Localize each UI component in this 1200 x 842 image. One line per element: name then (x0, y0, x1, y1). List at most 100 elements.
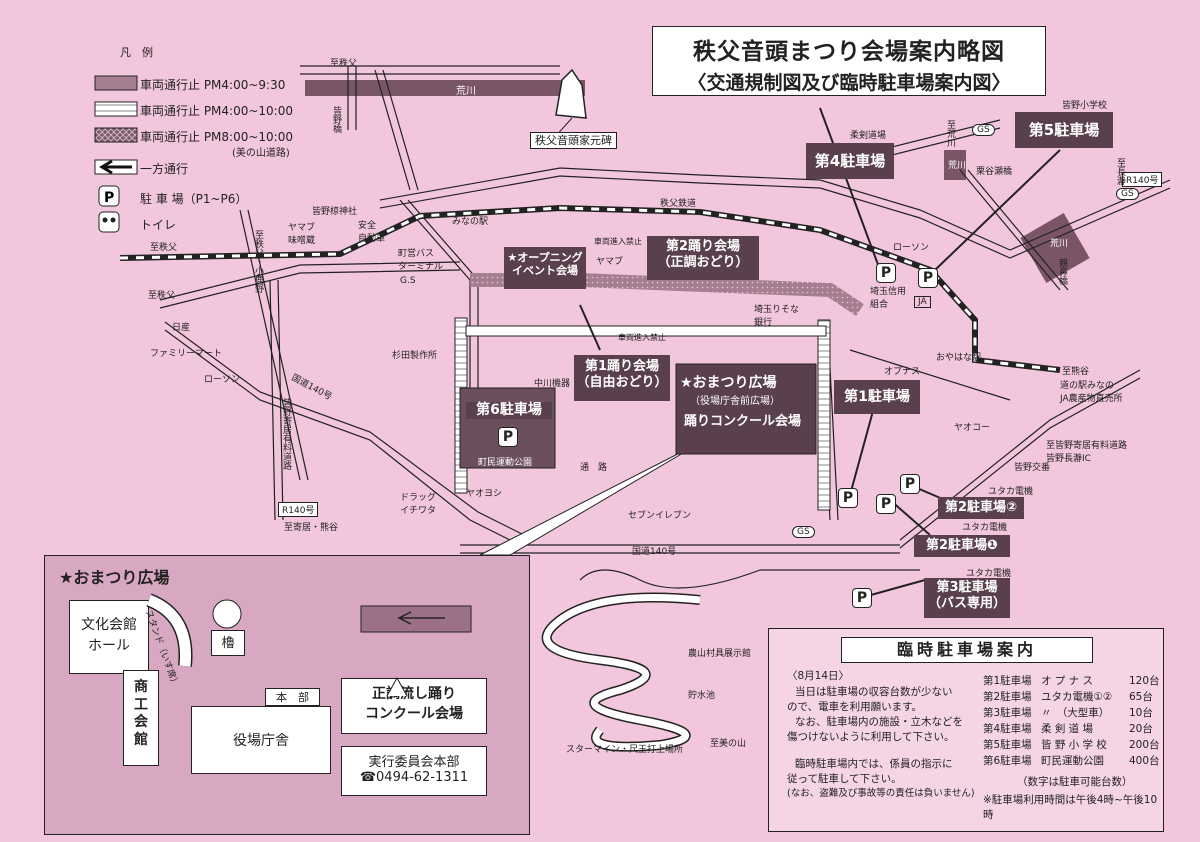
label-route140-b: 国道140号 (632, 547, 677, 557)
label-starmine: スターマイン・尺玉打上場所 (566, 745, 684, 755)
inset-title: ★おまつり広場 (59, 568, 170, 587)
parking-1-icon: P (838, 488, 858, 508)
inset-yakuba: 役場庁舎 (191, 706, 331, 774)
guide-note-6: 従って駐車して下さい。 (787, 773, 902, 785)
label-noson: 農山村具展示館 (688, 649, 752, 659)
legend-item-closed-night: 車両通行止 PM8:00~10:00 (140, 130, 293, 144)
svg-text:P: P (104, 190, 114, 206)
label-minano-station: みなの駅 (452, 217, 489, 227)
label-familymart: ファミリーマート (150, 349, 223, 359)
map-subtitle: 〈交通規制図及び臨時駐車場案内図〉 (687, 72, 1011, 94)
parking-6-icon: P (498, 427, 518, 447)
label-chosuichi: 貯水池 (688, 691, 716, 701)
label-minano-school: 皆野小学校 (1062, 101, 1108, 111)
mountain-road (541, 592, 701, 752)
parking-4-icon: P (876, 263, 896, 283)
label-oyahana-bridge: 親鼻橋 (1057, 258, 1067, 285)
arakawa-river (305, 80, 585, 96)
legend-item-toilet: トイレ (140, 218, 177, 232)
label-kurizaka: 栗谷瀬橋 (976, 167, 1013, 177)
label-lawson-2: ローソン (893, 243, 930, 253)
label-seven: セブンイレブン (628, 511, 692, 521)
guide-row: 第3駐車場〃 （大型車）10台 (983, 707, 1153, 719)
label-arakawa-3: 荒川 (948, 161, 967, 171)
parking-6-sub: 町民運動公園 (478, 458, 533, 468)
label-r140-c: R140号 (1122, 172, 1163, 187)
legend-swatch-3 (94, 127, 138, 143)
label-arakawa-1: 荒川 (456, 86, 476, 97)
parking-6-label: 第6駐車場 (466, 402, 552, 419)
label-to-chichibu-2: 至秩父 (150, 243, 178, 253)
label-gs-3: GS (972, 124, 995, 136)
label-to-chichibu-3: 至秩父 (148, 291, 176, 301)
label-yaoko: ヤオコー (954, 423, 991, 433)
label-opunasu: オプナス (884, 367, 921, 377)
label-gs-4: GS (1116, 188, 1139, 200)
parking-5-icon: P (918, 268, 938, 288)
parking-4-label: 第4駐車場 (806, 143, 894, 179)
parking-icon (98, 185, 120, 207)
closed-road-3 (817, 319, 831, 511)
label-yutaka-2: ユタカ電機 (962, 523, 1008, 533)
label-car-ban-1: 車両進入禁止 (594, 237, 642, 246)
dance-venue-1: 第1踊り会場 （自由おどり） (574, 355, 670, 401)
label-yamabu-2: ヤマブ (596, 257, 624, 267)
label-gs-2: GS (792, 526, 815, 538)
parking-2-1-icon: P (876, 494, 896, 514)
label-to-chichibu-1: 至秩父 (330, 59, 358, 69)
legend-title: 凡 例 (120, 46, 153, 59)
label-shinkin: 埼玉信用 組合 (870, 287, 907, 310)
legend-item-minoyama: (美の山道路) (232, 148, 290, 159)
map-title: 秩父音頭まつり会場案内略図 (693, 39, 1005, 65)
label-r140: R140号 (278, 502, 319, 517)
label-arakawa-2: 荒川 (1050, 239, 1069, 249)
plaza-contest: 踊りコンクール会場 (684, 414, 802, 429)
pointer-lines (579, 107, 1061, 599)
legend-item-closed-930: 車両通行止 PM4:00~9:30 (140, 78, 286, 92)
label-minano-shrine: 皆野椋神社 (312, 207, 358, 217)
label-yamabu: ヤマブ 味噌蔵 (288, 223, 316, 246)
inset-phone: ☎0494-62-1311 (359, 770, 469, 785)
label-lawson-1: ローソン (204, 375, 241, 385)
railway-dash (119, 206, 1061, 372)
mountain-road-fill (543, 594, 701, 751)
monument-icon (555, 68, 587, 119)
label-railway: 秩父鉄道 (660, 199, 697, 209)
label-to-chichibu-ogano: 至秩父・小鹿野 (253, 230, 263, 293)
label-car-ban-2: 車両進入禁止 (618, 333, 666, 342)
label-michinoeki: 道の駅みなの JA農産物直売所 (1060, 381, 1123, 404)
plaza-lot (675, 363, 817, 455)
plaza-inset: ★おまつり広場 文化会館 ホール 商 工 会 館 役場庁舎 本 部 櫓 スタンド… (44, 555, 530, 835)
arakawa-river-north (944, 150, 966, 180)
monument-label: 秩父音頭家元碑 (530, 132, 617, 150)
label-anzen: 安全 自動車 (358, 221, 386, 244)
guide-hours-note: ※駐車場利用時間は午後4時~午後10時 (983, 794, 1158, 822)
street-center (465, 325, 827, 337)
guide-title: 臨時駐車場案内 (841, 637, 1093, 663)
label-yutaka-1: ユタカ電機 (988, 487, 1034, 497)
guide-note-2: ので、電車を利用願います。 (787, 701, 923, 713)
legend-swatch-2 (94, 101, 138, 117)
label-minano-bridge: 皆野橋 (331, 106, 341, 133)
roads (159, 65, 1171, 589)
parking-guide: 臨時駐車場案内 〈8月14日〉 当日は駐車場の収容台数が少ない ので、電車を利用… (768, 628, 1164, 832)
label-minano-cross: 皆野交番 (1014, 463, 1051, 473)
label-yutaka-3: ユタカ電機 (966, 569, 1012, 579)
label-street: 通 路 (580, 463, 608, 473)
one-way-arrow-icon (99, 159, 132, 175)
parking-1-label: 第1駐車場 (834, 380, 920, 414)
guide-note-1: 当日は駐車場の収容台数が少ない (795, 686, 953, 698)
label-yaoyoshi: ヤオヨシ (466, 489, 503, 499)
inset-honbu: 本 部 (265, 688, 320, 706)
parking-3-icon: P (852, 588, 872, 608)
label-bus-terminal: 町営バス ターミナル (398, 249, 444, 272)
plaza-title: ★おまつり広場 (680, 375, 777, 391)
inset-hq: 実行委員会本部 (368, 755, 460, 770)
label-gs-1: G.S (400, 276, 416, 286)
label-ja: JA (914, 296, 931, 308)
